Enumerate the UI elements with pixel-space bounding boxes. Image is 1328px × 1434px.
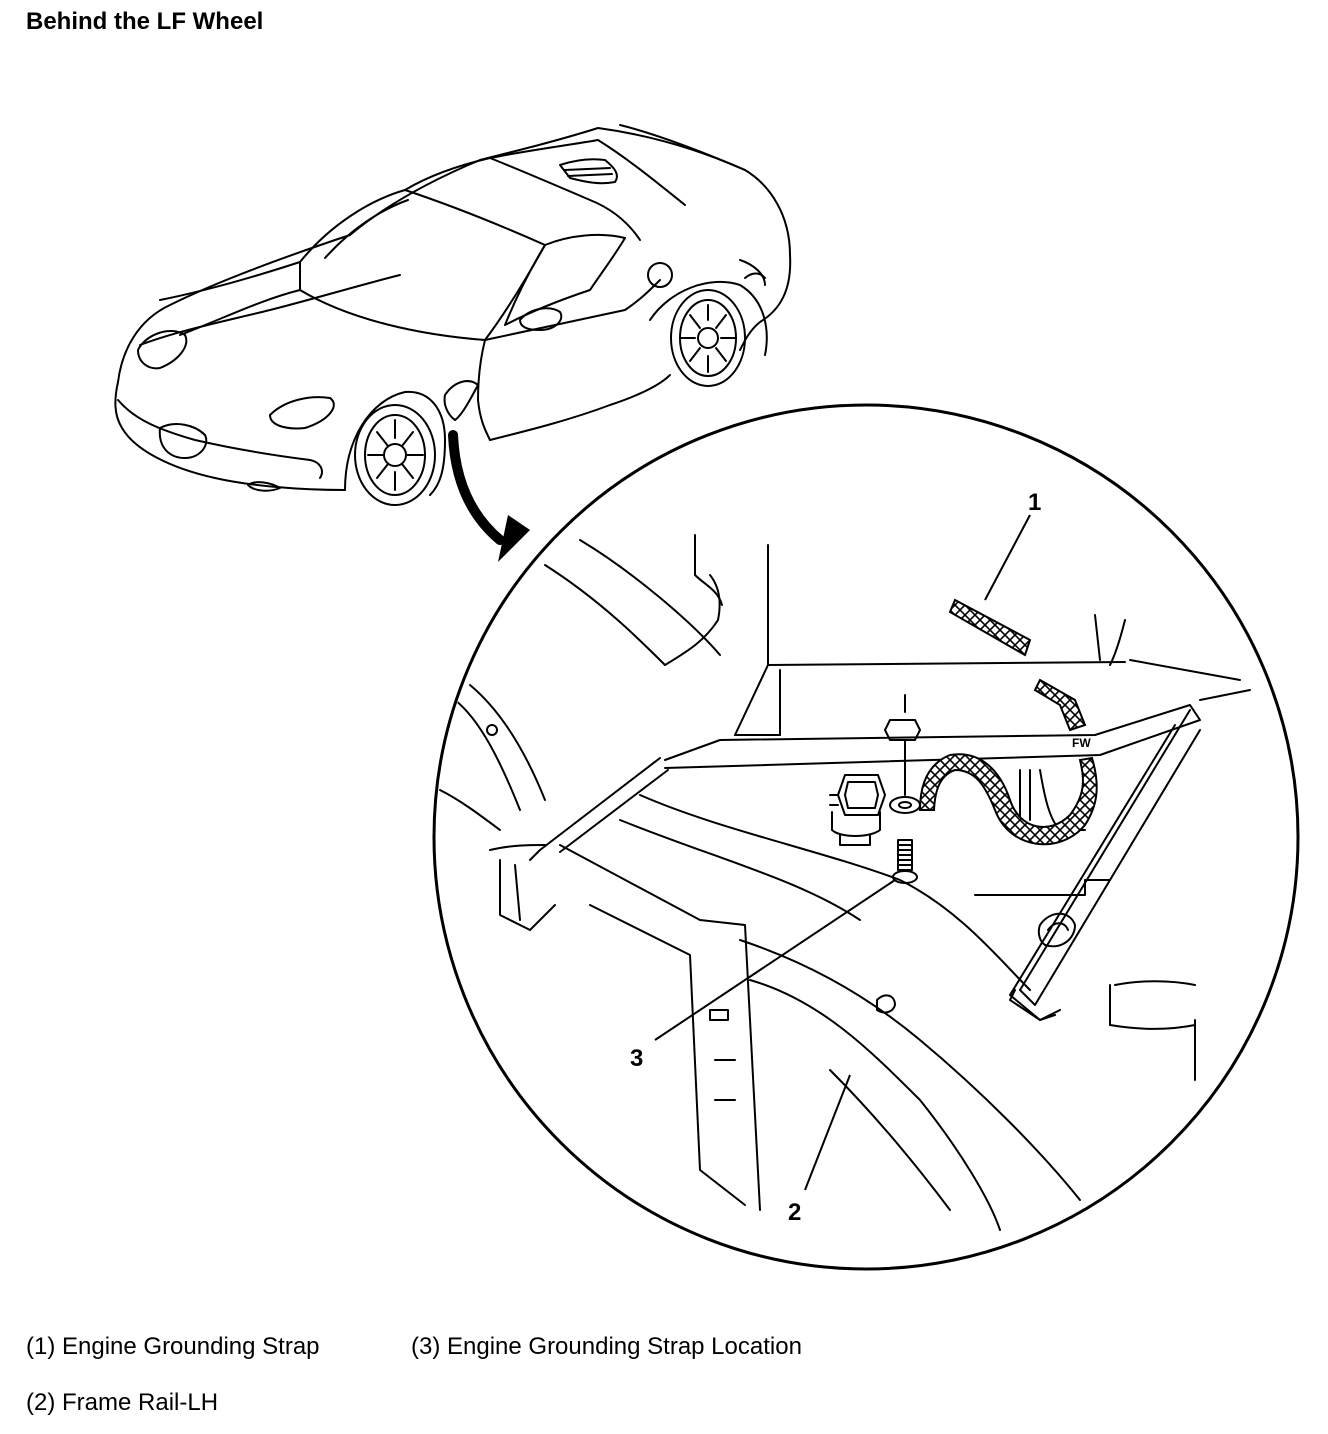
- legend-item-2: (2) Frame Rail-LH: [26, 1389, 219, 1416]
- callout-3: 3: [630, 1045, 643, 1072]
- page-title: Behind the LF Wheel: [26, 8, 264, 35]
- legend-item-1: (1) Engine Grounding Strap: [26, 1333, 320, 1360]
- grounding-strap: [918, 598, 1098, 846]
- detail-drawing: FW: [439, 534, 1251, 1231]
- car-illustration: [114, 124, 792, 506]
- fw-mark: FW: [1072, 736, 1091, 750]
- legend-item-3: (3) Engine Grounding Strap Location: [411, 1333, 802, 1360]
- pointer-arrow: [448, 430, 530, 562]
- callout-leaders: [654, 514, 1031, 1191]
- detail-circle: [432, 403, 1300, 1271]
- callout-2: 2: [788, 1199, 801, 1226]
- callout-1: 1: [1028, 489, 1041, 516]
